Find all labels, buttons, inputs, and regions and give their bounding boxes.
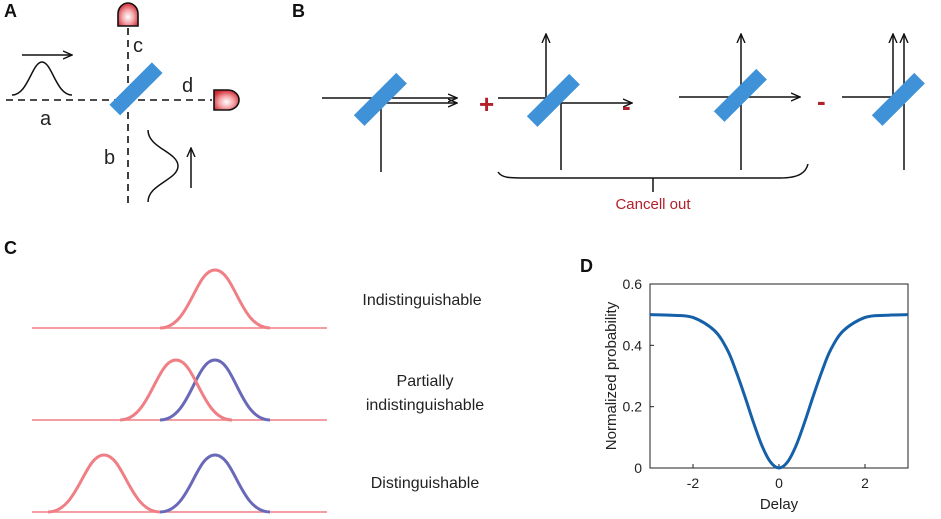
photon-b-wavepacket bbox=[147, 129, 179, 203]
label-indistinguishable: Indistinguishable bbox=[362, 292, 481, 309]
panel-a: A c d a b bbox=[4, 1, 240, 205]
cancel-brace bbox=[497, 163, 809, 179]
panel-d-label: D bbox=[580, 256, 593, 276]
panel-c-label: C bbox=[4, 238, 17, 258]
port-a-label: a bbox=[40, 108, 52, 130]
wavepacket-red-partial bbox=[119, 358, 233, 422]
wavepacket-overlap bbox=[159, 268, 271, 330]
label-distinguishable: Distinguishable bbox=[371, 475, 480, 492]
beam-splitter-b1 bbox=[353, 72, 407, 126]
x-tick-label: 0 bbox=[775, 475, 783, 491]
minus-sign-2: - bbox=[817, 86, 826, 116]
plus-sign: + bbox=[479, 89, 494, 119]
port-c-label: c bbox=[133, 35, 143, 57]
detector-c-icon bbox=[117, 2, 139, 27]
beam-splitter-b3 bbox=[713, 68, 767, 122]
port-b-label: b bbox=[104, 147, 115, 169]
beam-splitter-a bbox=[109, 62, 163, 116]
panel-b-label: B bbox=[292, 1, 305, 21]
wavepacket-blue-partial bbox=[159, 358, 271, 422]
term-a-up-b-right bbox=[498, 34, 632, 170]
cancel-out-label: Cancell out bbox=[615, 196, 691, 213]
term-both-transmit bbox=[322, 72, 457, 172]
detector-d-icon bbox=[213, 89, 240, 111]
y-tick-label: 0 bbox=[634, 460, 642, 476]
beam-splitter-b2 bbox=[526, 73, 580, 127]
wavepacket-red-separate bbox=[47, 453, 161, 514]
panel-c: C Indistinguishable Partially indistingu… bbox=[4, 238, 484, 514]
wavepacket-blue-separate bbox=[159, 453, 271, 514]
term-a-right-b-up bbox=[679, 34, 800, 170]
x-tick-label: 2 bbox=[861, 475, 869, 491]
probability-curve bbox=[649, 313, 909, 470]
x-axis-label: Delay bbox=[760, 496, 799, 513]
beam-splitter-b4 bbox=[871, 72, 925, 126]
plot-frame bbox=[649, 283, 909, 469]
label-partially-2: indistinguishable bbox=[366, 397, 484, 414]
y-tick-label: 0.2 bbox=[623, 399, 643, 415]
y-axis-label: Normalized probability bbox=[603, 301, 620, 450]
photon-a-wavepacket bbox=[11, 61, 73, 96]
y-tick-label: 0.4 bbox=[623, 337, 643, 353]
x-tick-label: -2 bbox=[687, 475, 700, 491]
panel-d-chart: D -2 0 2 0 0.2 0.4 0.6 Delay Normalized probab… bbox=[580, 256, 909, 513]
label-partially: Partially bbox=[397, 373, 454, 390]
panel-b: B + - - bbox=[292, 1, 925, 213]
term-both-reflect bbox=[842, 34, 925, 170]
port-d-label: d bbox=[182, 75, 193, 97]
panel-a-label: A bbox=[4, 1, 17, 21]
minus-sign-1: - bbox=[622, 91, 631, 121]
y-tick-label: 0.6 bbox=[623, 276, 643, 292]
